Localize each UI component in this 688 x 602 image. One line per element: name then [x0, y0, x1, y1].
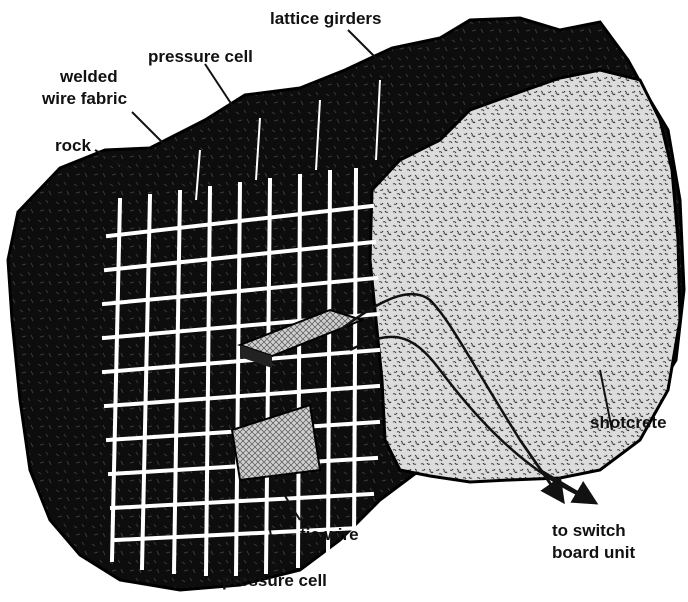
- label-welded: welded: [59, 67, 118, 86]
- label-shotcrete: shotcrete: [590, 413, 667, 432]
- label-rock: rock: [55, 136, 91, 155]
- label-pressure-cell-top: pressure cell: [148, 47, 253, 66]
- label-pressure-cell-bottom: pressure cell: [222, 571, 327, 590]
- label-wire-fabric: wire fabric: [41, 89, 127, 108]
- label-lattice-girders: lattice girders: [270, 9, 382, 28]
- label-tie-wire: tie wire: [300, 525, 359, 544]
- label-to-switch: to switch: [552, 521, 626, 540]
- label-board-unit: board unit: [552, 543, 635, 562]
